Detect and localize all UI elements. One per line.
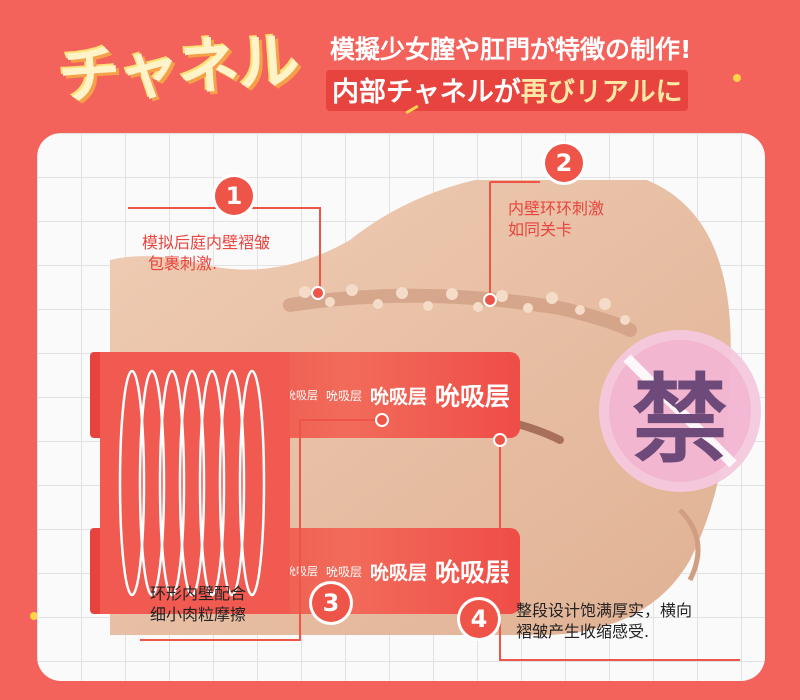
band-label: 吮吸层 — [434, 558, 510, 587]
band-label: 吮吸层 — [325, 388, 362, 403]
callout-number-3: 3 — [312, 584, 350, 622]
band-label: 吮吸层 — [434, 382, 510, 411]
callout-number-4: 4 — [460, 600, 498, 638]
band-label: 吮吸层 — [284, 389, 318, 402]
subtitle-line2: 内部チャネルが再びリアルに — [326, 70, 689, 111]
band-label: 吮吸层 — [325, 564, 362, 579]
ban-symbol-text: 禁 — [632, 363, 728, 476]
rings-graphic — [100, 352, 290, 614]
subtitle-line2-b: 再びリアルに — [520, 77, 683, 108]
band-label: 吮吸层 — [369, 561, 427, 584]
callout-text-2: 内壁环环刺激 如同关卡 — [508, 199, 605, 239]
page-title: チャネル — [56, 23, 301, 114]
callout-text-1: 模拟后庭内壁褶皱 包裹刺激. — [142, 233, 271, 273]
subtitle-line1: 模擬少女膣や肛門が特徴の制作! — [330, 35, 692, 64]
prohibited-icon: 禁 — [595, 326, 765, 496]
callout-number-2: 2 — [545, 144, 583, 182]
callout-text-3: 环形内壁配合 细小肉粒摩擦 — [150, 584, 247, 624]
band-label: 吮吸层 — [369, 385, 427, 408]
confetti-dot — [733, 74, 741, 82]
callout-text-4: 整段设计饱满厚实，横向 褶皱产生收缩感受. — [516, 601, 693, 641]
callout-number-1: 1 — [215, 177, 253, 215]
subtitle-line2-a: 内部チャネルが — [332, 77, 521, 108]
confetti-dot — [30, 612, 38, 620]
